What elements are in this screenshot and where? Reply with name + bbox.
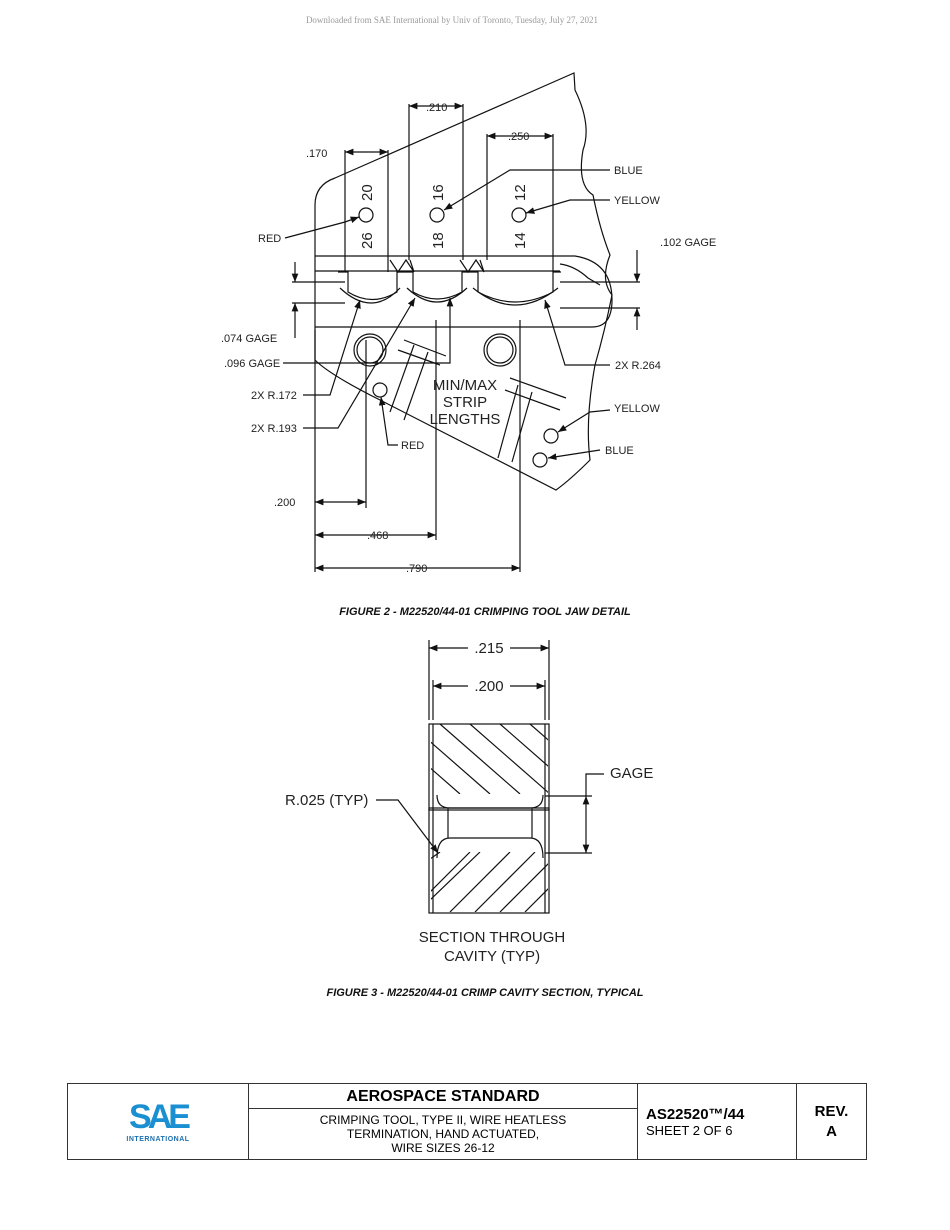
color-blue-bottom: BLUE bbox=[605, 445, 634, 457]
dim-790: .790 bbox=[406, 563, 427, 575]
figure-3-cavity-section: .215 .200 GAGE R.025 (TYP) SECTION THROU… bbox=[285, 640, 653, 965]
dim-r264: 2X R.264 bbox=[615, 360, 661, 372]
dim-200-section: .200 bbox=[474, 678, 503, 695]
cavity-size-26: 26 bbox=[359, 232, 376, 249]
cavity-size-16: 16 bbox=[430, 184, 447, 201]
standard-subtitle-line2: TERMINATION, HAND ACTUATED, bbox=[346, 1126, 540, 1141]
dim-200: .200 bbox=[274, 497, 295, 509]
title-block: SAE INTERNATIONAL AEROSPACE STANDARD CRI… bbox=[67, 1083, 867, 1160]
standard-title: AEROSPACE STANDARD bbox=[249, 1086, 637, 1109]
cavity-bar bbox=[315, 255, 613, 328]
document-number: AS22520™/44 bbox=[646, 1105, 745, 1123]
dim-250: .250 bbox=[508, 131, 529, 143]
color-red-top: RED bbox=[258, 233, 281, 245]
revision-cell: REV. A bbox=[796, 1083, 867, 1160]
standard-subtitle-line3: WIRE SIZES 26-12 bbox=[391, 1140, 495, 1155]
strip-label-line2: STRIP bbox=[443, 394, 487, 411]
cavity-size-14: 14 bbox=[512, 232, 529, 249]
color-red-bottom: RED bbox=[401, 440, 424, 452]
dim-096-gage: .096 GAGE bbox=[224, 358, 280, 370]
sheet-number: SHEET 2 OF 6 bbox=[646, 1122, 733, 1138]
figure-2-jaw-detail: 20 26 16 18 12 14 .210 .250 .170 .102 GA… bbox=[221, 72, 716, 575]
color-yellow-top: YELLOW bbox=[614, 195, 660, 207]
sae-logo-sub: INTERNATIONAL bbox=[126, 1136, 190, 1143]
document-cell: AS22520™/44 SHEET 2 OF 6 bbox=[637, 1083, 797, 1160]
revision-value: A bbox=[826, 1122, 837, 1140]
cavity-size-20: 20 bbox=[359, 184, 376, 201]
cavity-left bbox=[338, 271, 405, 301]
section-label-line1: SECTION THROUGH bbox=[419, 929, 565, 946]
dim-215: .215 bbox=[474, 640, 503, 657]
figure-3-caption: FIGURE 3 - M22520/44-01 CRIMP CAVITY SEC… bbox=[326, 987, 644, 999]
strip-label-line1: MIN/MAX bbox=[433, 377, 497, 394]
section-upper-body bbox=[428, 723, 550, 811]
dim-r172: 2X R.172 bbox=[251, 390, 297, 402]
gage-label: GAGE bbox=[610, 765, 653, 782]
color-yellow-bottom: YELLOW bbox=[614, 403, 660, 415]
section-label-line2: CAVITY (TYP) bbox=[444, 948, 540, 965]
jaw-outline bbox=[314, 72, 613, 491]
cavity-size-12: 12 bbox=[512, 184, 529, 201]
standard-cell: AEROSPACE STANDARD CRIMPING TOOL, TYPE I… bbox=[248, 1083, 638, 1160]
cavity-size-18: 18 bbox=[430, 232, 447, 249]
dim-102-gage: .102 GAGE bbox=[660, 237, 716, 249]
sae-logo-mark: SAE bbox=[129, 1098, 191, 1136]
strip-label-line3: LENGTHS bbox=[430, 411, 501, 428]
sae-logo: SAE INTERNATIONAL bbox=[67, 1083, 249, 1160]
dim-468: .468 bbox=[367, 530, 388, 542]
figure-2-caption: FIGURE 2 - M22520/44-01 CRIMPING TOOL JA… bbox=[339, 606, 631, 618]
dim-074-gage: .074 GAGE bbox=[221, 333, 277, 345]
standard-subtitle-line1: CRIMPING TOOL, TYPE II, WIRE HEATLESS bbox=[319, 1112, 567, 1127]
revision-label: REV. bbox=[814, 1102, 849, 1120]
dim-170: .170 bbox=[306, 148, 327, 160]
dim-210: .210 bbox=[426, 102, 447, 114]
color-blue-top: BLUE bbox=[614, 165, 643, 177]
download-notice: Downloaded from SAE International by Uni… bbox=[305, 15, 599, 25]
radius-label: R.025 (TYP) bbox=[285, 792, 368, 809]
dim-r193: 2X R.193 bbox=[251, 423, 297, 435]
